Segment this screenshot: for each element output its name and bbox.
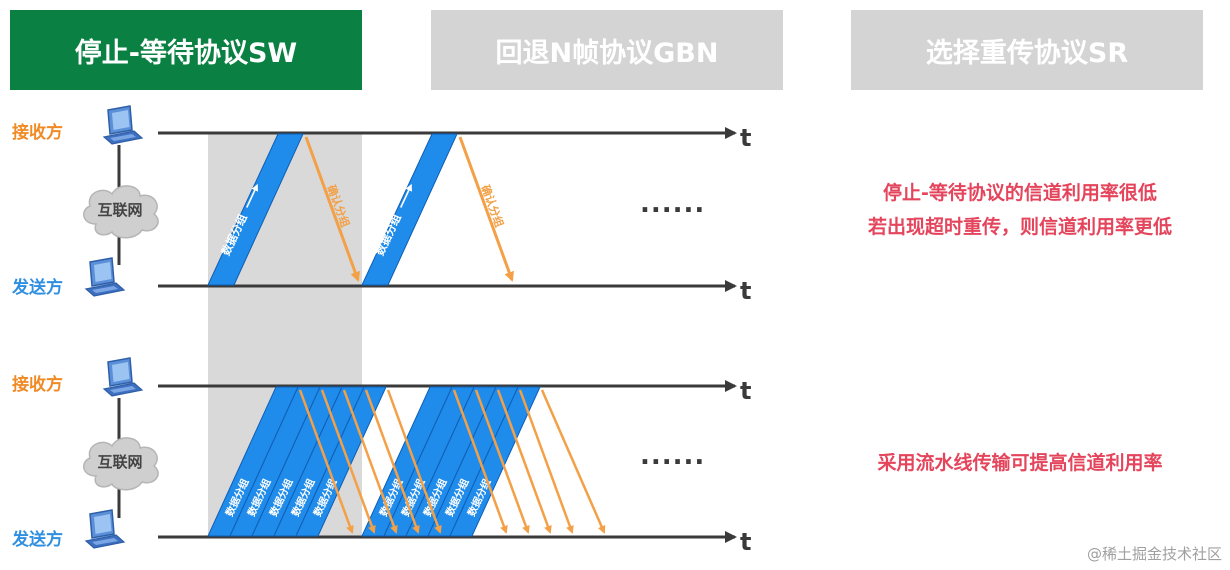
receiver-laptop-icon [103,357,143,397]
tab-stop-and-wait[interactable]: 停止-等待协议SW [10,10,362,90]
time-label: t [740,277,751,305]
pipeline-note: 采用流水线传输可提高信道利用率 [820,446,1220,480]
ack-arrows-group-2 [452,389,606,534]
receiver-label: 接收方 [12,122,63,143]
watermark: @稀土掘金技术社区 [1086,545,1222,563]
note-line: 若出现超时重传，则信道利用率更低 [867,216,1172,238]
time-label: t [740,528,751,556]
data-packet [361,133,458,286]
tab-selective-repeat[interactable]: 选择重传协议SR [851,10,1203,90]
network-label: 互联网 [97,201,142,219]
sender-label: 发送方 [11,277,63,298]
svg-text:确认分组: 确认分组 [478,183,506,229]
receiver-label: 接收方 [12,374,63,395]
pipelined-packets-group-1 [207,386,387,537]
ack-arrow [458,136,514,282]
ack-arrows-group-1 [298,389,442,534]
time-label: t [740,124,751,152]
receiver-laptop-icon [103,105,143,145]
time-label: t [740,377,751,405]
ack-label: 确认分组 [478,183,506,229]
ellipsis: ...... [640,189,705,219]
stop-and-wait-note: 停止-等待协议的信道利用率很低 若出现超时重传，则信道利用率更低 [820,176,1220,244]
ellipsis: ...... [640,441,705,471]
network-label: 互联网 [97,453,142,471]
note-line: 停止-等待协议的信道利用率很低 [883,182,1157,204]
sender-label: 发送方 [11,529,63,550]
note-line: 采用流水线传输可提高信道利用率 [877,452,1163,474]
tab-go-back-n[interactable]: 回退N帧协议GBN [431,10,783,90]
ack-arrow [304,136,360,282]
